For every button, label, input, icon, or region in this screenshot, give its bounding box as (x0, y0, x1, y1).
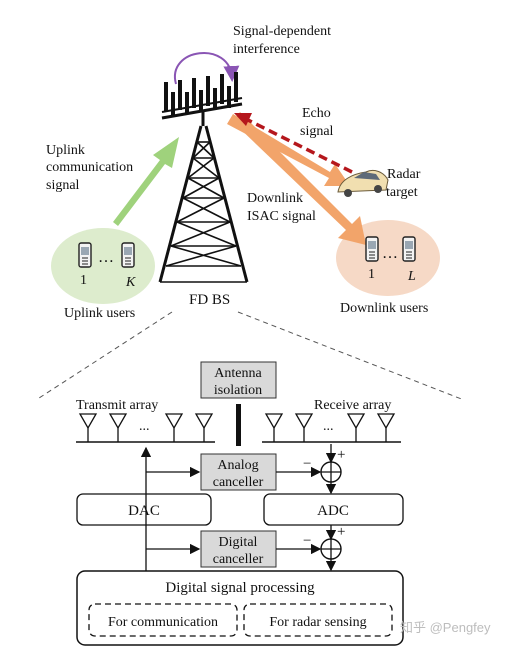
transmit-array-dots: ... (139, 419, 150, 434)
receive-array-label: Receive array (314, 398, 391, 413)
downlink-user-index-last: L (407, 269, 416, 284)
watermark: 知乎 @Pengfey (400, 620, 491, 635)
analog-plus-sign: + (337, 447, 345, 463)
radar-label-1: Radar (387, 167, 421, 182)
uplink-user-index-dots: … (98, 249, 114, 266)
analog-minus-sign: − (303, 456, 311, 472)
echo-signal-arrow (245, 117, 353, 174)
antenna-isolation-label-2: isolation (214, 383, 262, 398)
uplink-users-label: Uplink users (64, 306, 135, 321)
echo-label-1: Echo (302, 106, 331, 121)
zoom-line-right (237, 311, 465, 401)
dac-label: DAC (128, 503, 160, 519)
echo-label-2: signal (300, 124, 334, 139)
antenna-icon (294, 413, 314, 442)
antenna-icon (346, 413, 366, 442)
uplink-user-device-1 (78, 242, 92, 268)
uplink-signal-label-3: signal (46, 178, 80, 193)
dsp-label: Digital signal processing (165, 580, 315, 596)
downlink-users-label: Downlink users (340, 301, 428, 316)
for-communication-label: For communication (108, 615, 218, 630)
uplink-user-device-k (121, 242, 135, 268)
antenna-icon (108, 413, 128, 442)
receive-array-dots: ... (323, 419, 334, 434)
adc-label: ADC (317, 503, 349, 519)
antenna-icon (78, 413, 98, 442)
digital-minus-sign: − (303, 533, 311, 549)
antenna-isolation-label-1: Antenna (214, 366, 262, 381)
downlink-isac-label-1: Downlink (247, 191, 303, 206)
isolation-barrier (236, 404, 241, 446)
transmit-array-label: Transmit array (76, 398, 158, 413)
signal-dependent-label-2: interference (233, 42, 300, 57)
digital-canceller-box (200, 530, 277, 568)
downlink-user-device-l (402, 236, 416, 262)
dsp-block (76, 570, 404, 646)
downlink-user-index-dots: … (382, 245, 398, 262)
fd-bs-tower (158, 72, 249, 283)
radar-target-car (337, 169, 389, 197)
uplink-signal-label-1: Uplink (46, 143, 85, 158)
for-radar-label: For radar sensing (269, 615, 366, 630)
communication-sub-block (88, 603, 238, 637)
uplink-signal-arrow (113, 137, 179, 226)
interference-loop-arrow (173, 52, 240, 85)
downlink-user-device-1 (365, 236, 379, 262)
antenna-icon (376, 413, 396, 442)
zoom-line-left (35, 311, 173, 401)
uplink-users-region (51, 228, 155, 304)
uplink-user-index-first: 1 (80, 273, 87, 288)
analog-canceller-label-1: Analog (217, 458, 258, 473)
radar-label-2: target (386, 185, 418, 200)
analog-canceller-box (200, 453, 277, 491)
downlink-isac-arrow-to-users (233, 112, 366, 245)
antenna-isolation-box (200, 361, 277, 399)
echo-arrowhead (234, 113, 252, 126)
antenna-icon (164, 413, 184, 442)
digital-canceller-label-2: canceller (213, 552, 264, 567)
signal-dependent-label-1: Signal-dependent (233, 24, 331, 39)
analog-canceller-label-2: canceller (213, 475, 264, 490)
uplink-user-index-last: K (125, 275, 136, 290)
dac-block (76, 493, 212, 526)
antenna-icon (264, 413, 284, 442)
antenna-icon (194, 413, 214, 442)
radar-sensing-sub-block (243, 603, 393, 637)
uplink-signal-label-2: communication (46, 160, 133, 175)
digital-plus-sign: + (337, 524, 345, 540)
downlink-user-index-first: 1 (368, 267, 375, 282)
fd-bs-label: FD BS (189, 292, 230, 308)
downlink-isac-label-2: ISAC signal (247, 209, 316, 224)
digital-canceller-label-1: Digital (219, 535, 258, 550)
